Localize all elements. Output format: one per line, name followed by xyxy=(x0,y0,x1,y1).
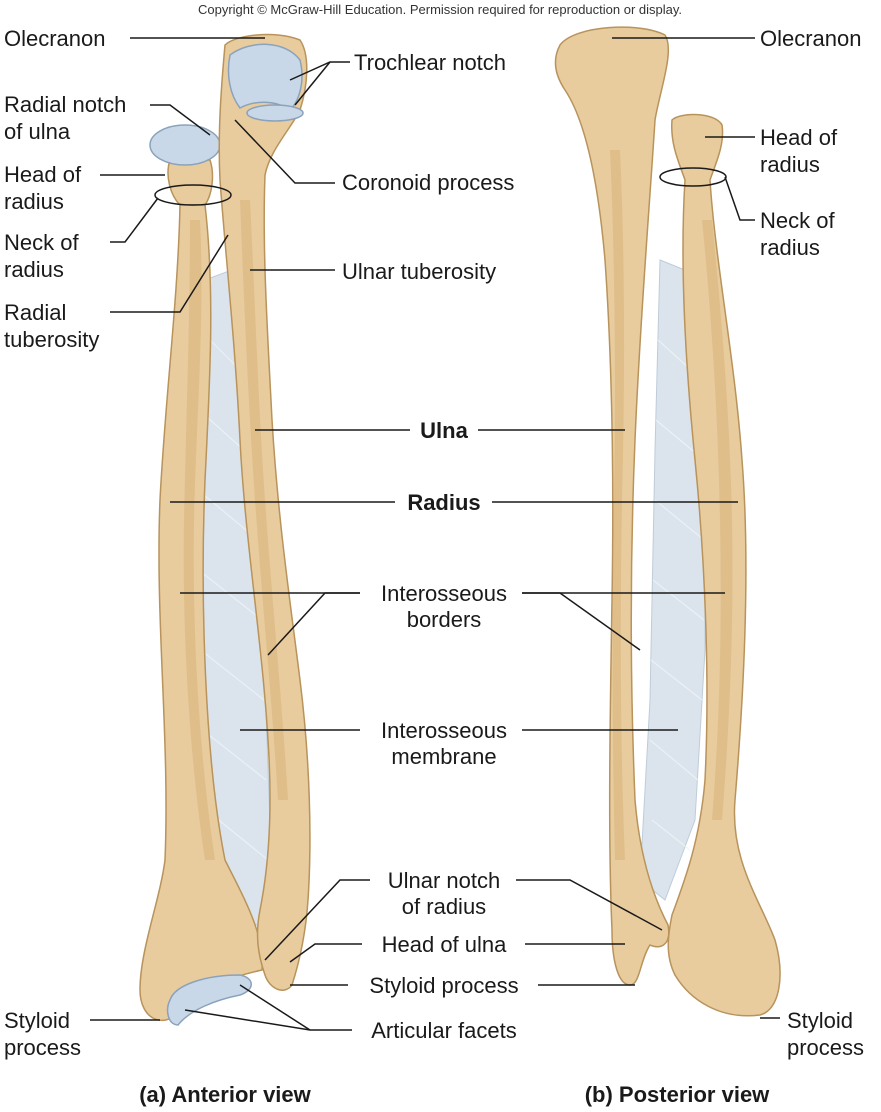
label-coronoid-process: Coronoid process xyxy=(342,170,514,195)
ulna-shade-anterior xyxy=(240,200,288,800)
radius-head-cartilage-anterior xyxy=(149,124,221,166)
label-trochlear-notch: Trochlear notch xyxy=(354,50,506,75)
label-interosseous-borders-line1: Interosseous xyxy=(381,581,507,606)
radius-shade-anterior xyxy=(183,220,215,860)
label-neck-radius-posterior-line1: Neck of xyxy=(760,208,835,233)
label-ulnar-notch-line1: Ulnar notch xyxy=(388,868,501,893)
label-radial-tuberosity-line2: tuberosity xyxy=(4,327,99,352)
diagram-labels: Olecranon Trochlear notch Radial notch o… xyxy=(4,26,864,1060)
label-neck-radius-anterior-line1: Neck of xyxy=(4,230,79,255)
label-head-radius-anterior-line2: radius xyxy=(4,189,64,214)
label-head-of-ulna: Head of ulna xyxy=(382,932,508,957)
label-head-radius-posterior-line2: radius xyxy=(760,152,820,177)
posterior-view-illustration xyxy=(554,26,781,1017)
label-ulnar-notch-line2: of radius xyxy=(402,894,486,919)
leader-lines xyxy=(90,37,780,1031)
copyright-notice: Copyright © McGraw-Hill Education. Permi… xyxy=(198,2,682,17)
label-ulnar-tuberosity: Ulnar tuberosity xyxy=(342,259,496,284)
label-radial-notch-line2: of ulna xyxy=(4,119,71,144)
label-olecranon-posterior: Olecranon xyxy=(760,26,862,51)
label-head-radius-posterior-line1: Head of xyxy=(760,125,838,150)
label-neck-radius-anterior-line2: radius xyxy=(4,257,64,282)
label-interosseous-membrane-line1: Interosseous xyxy=(381,718,507,743)
label-interosseous-borders-line2: borders xyxy=(407,607,482,632)
trochlear-notch-cartilage xyxy=(227,43,303,111)
label-articular-facets: Articular facets xyxy=(371,1018,517,1043)
label-ulna: Ulna xyxy=(420,418,468,443)
label-neck-radius-posterior-line2: radius xyxy=(760,235,820,260)
label-radius: Radius xyxy=(407,490,480,515)
label-interosseous-membrane-line2: membrane xyxy=(391,744,496,769)
ulna-shade-posterior xyxy=(610,150,625,860)
articular-facet-anterior xyxy=(166,974,252,1026)
caption-posterior-view: (b) Posterior view xyxy=(585,1082,770,1107)
label-head-radius-anterior-line1: Head of xyxy=(4,162,82,187)
trochlear-lower-cartilage xyxy=(246,104,304,122)
label-styloid-posterior-line2: process xyxy=(787,1035,864,1060)
label-styloid-anterior-line1: Styloid xyxy=(4,1008,70,1033)
label-styloid-posterior-line1: Styloid xyxy=(787,1008,853,1033)
label-styloid-process-center: Styloid process xyxy=(369,973,518,998)
radius-shade-posterior xyxy=(702,220,733,820)
anterior-view-illustration xyxy=(139,33,311,1026)
label-styloid-anterior-line2: process xyxy=(4,1035,81,1060)
ulna-bone-posterior xyxy=(554,26,670,986)
label-olecranon-anterior: Olecranon xyxy=(4,26,106,51)
label-radial-tuberosity-line1: Radial xyxy=(4,300,66,325)
label-radial-notch-line1: Radial notch xyxy=(4,92,126,117)
caption-anterior-view: (a) Anterior view xyxy=(139,1082,311,1107)
